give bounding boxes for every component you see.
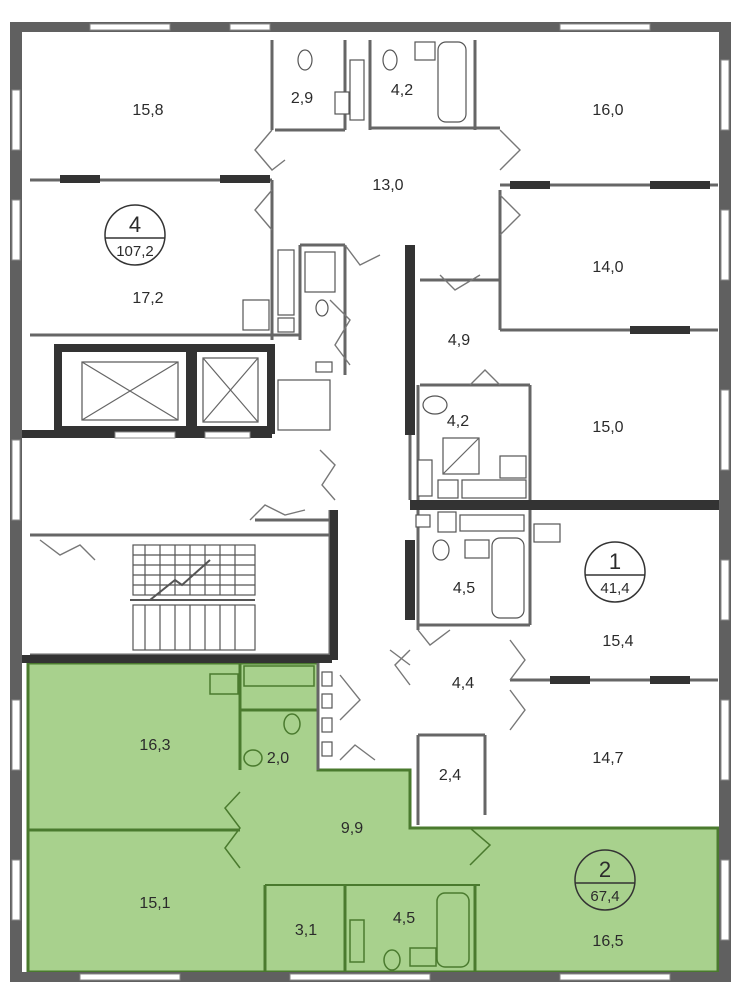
room-area: 16,3 (139, 737, 170, 754)
apartment-area: 67,4 (590, 888, 619, 905)
room-area: 4,5 (393, 910, 415, 927)
room-area: 16,5 (592, 933, 623, 950)
staircase (130, 544, 256, 651)
apartment-marker-2: 2 67,4 (574, 849, 636, 911)
room-area: 2,0 (267, 750, 289, 767)
apartment-number: 4 (129, 212, 141, 237)
room-area: 15,0 (592, 419, 623, 436)
room-labels: 15,8 2,9 4,2 16,0 13,0 17,2 14,0 4,9 4,2… (132, 82, 633, 950)
elevator-shafts (54, 344, 275, 439)
room-area: 16,0 (592, 102, 623, 119)
room-area: 4,5 (453, 580, 475, 597)
apartment-area: 41,4 (600, 580, 629, 597)
room-area: 4,2 (391, 82, 413, 99)
room-area: 9,9 (341, 820, 363, 837)
room-area: 2,9 (291, 90, 313, 107)
apartment-number: 2 (599, 857, 611, 882)
room-area: 13,0 (372, 177, 403, 194)
room-area: 14,7 (592, 750, 623, 767)
apartment-marker-1: 1 41,4 (584, 541, 646, 603)
apartment-number: 1 (609, 549, 621, 574)
room-area: 14,0 (592, 259, 623, 276)
room-area: 15,8 (132, 102, 163, 119)
apartment-2-highlight (26, 661, 720, 974)
room-area: 2,4 (439, 767, 461, 784)
apartment-area: 107,2 (116, 243, 154, 260)
room-area: 3,1 (295, 922, 317, 939)
room-area: 17,2 (132, 290, 163, 307)
room-area: 4,4 (452, 675, 474, 692)
apartment-marker-4: 4 107,2 (104, 204, 166, 266)
room-area: 4,2 (447, 413, 469, 430)
outer-walls (10, 22, 731, 982)
door-swings (39, 129, 526, 761)
room-area: 15,4 (602, 633, 633, 650)
plumbing-fixtures (242, 41, 561, 757)
room-area: 15,1 (139, 895, 170, 912)
room-area: 4,9 (448, 332, 470, 349)
